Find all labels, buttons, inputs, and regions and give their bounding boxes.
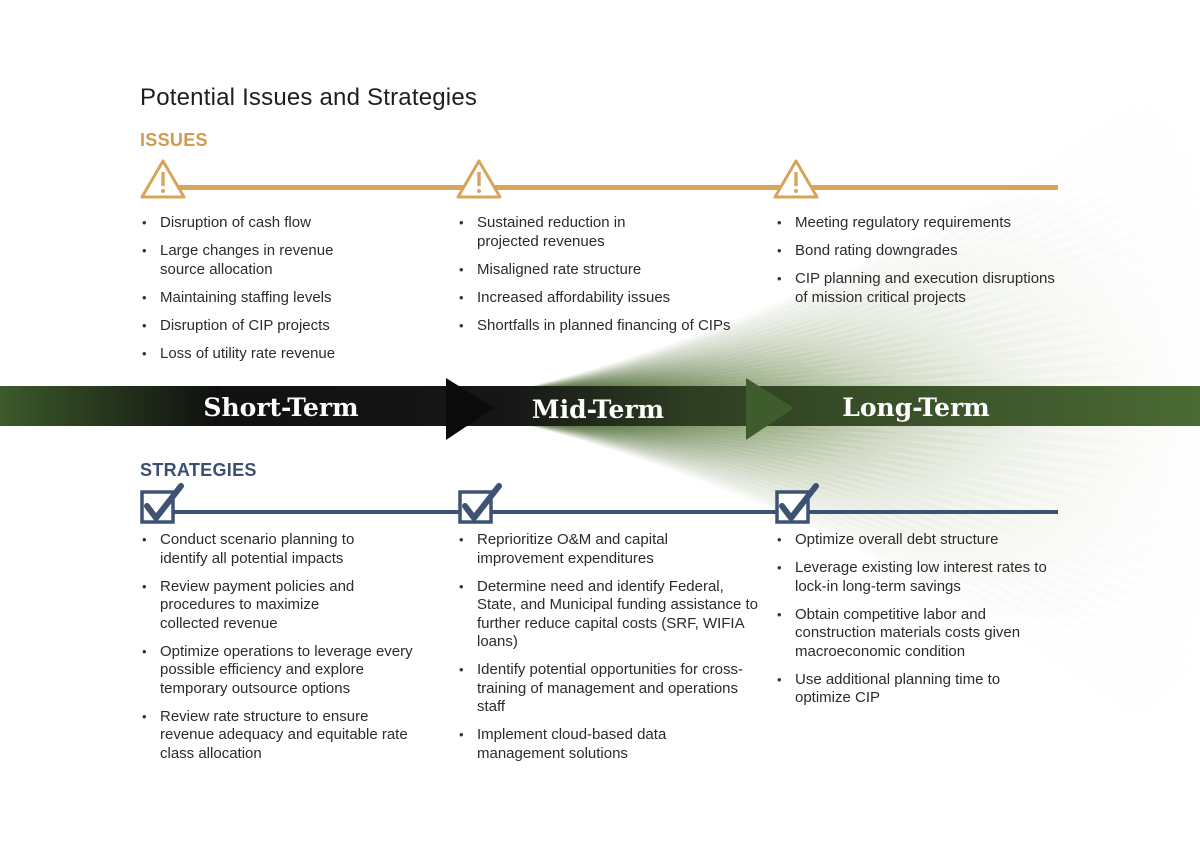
- strategies-heading: STRATEGIES: [140, 460, 257, 480]
- warning-triangle-icon: [140, 159, 186, 199]
- strategies-divider-line: [170, 510, 1058, 514]
- list-item: CIP planning and execution disruptions o…: [775, 270, 1065, 307]
- warning-triangle-icon: [456, 159, 502, 199]
- list-item: Review rate structure to ensure revenue …: [140, 708, 410, 764]
- short-term-arrow-head: [446, 378, 494, 440]
- list-item: Conduct scenario planning to identify al…: [140, 531, 382, 568]
- strategies-short-term-list: Conduct scenario planning to identify al…: [140, 531, 440, 773]
- list-item: Optimize operations to leverage every po…: [140, 643, 430, 699]
- checkbox-checked-icon: [775, 483, 819, 524]
- list-item: Shortfalls in planned financing of CIPs: [457, 317, 757, 336]
- list-item: Misaligned rate structure: [457, 261, 757, 280]
- page-title: Potential Issues and Strategies: [140, 84, 478, 111]
- checkbox-checked-icon: [458, 483, 502, 524]
- issues-long-term-list: Meeting regulatory requirements Bond rat…: [775, 214, 1065, 317]
- list-item: Optimize overall debt structure: [775, 531, 1065, 550]
- strategies-mid-term-list: Reprioritize O&M and capital improvement…: [457, 531, 758, 773]
- list-item: Leverage existing low interest rates to …: [775, 559, 1065, 596]
- strategies-long-term-list: Optimize overall debt structure Leverage…: [775, 531, 1065, 717]
- list-item: Determine need and identify Federal, Sta…: [457, 578, 767, 652]
- warning-triangle-icon: [773, 159, 819, 199]
- list-item: Obtain competitive labor and constructio…: [775, 606, 1065, 662]
- timeline-bar-left-green: [0, 386, 220, 426]
- list-item: Sustained reduction in projected revenue…: [457, 214, 677, 251]
- long-term-label: Long-Term: [842, 393, 990, 422]
- list-item: Large changes in revenue source allocati…: [140, 242, 380, 279]
- issues-short-term-list: Disruption of cash flow Large changes in…: [140, 214, 380, 373]
- list-item: Review payment policies and procedures t…: [140, 578, 378, 634]
- list-item: Reprioritize O&M and capital improvement…: [457, 531, 697, 568]
- issues-mid-term-list: Sustained reduction in projected revenue…: [457, 214, 757, 345]
- short-term-label: Short-Term: [203, 393, 359, 422]
- mid-term-arrow-head: [746, 378, 794, 440]
- list-item: Use additional planning time to optimize…: [775, 671, 1035, 708]
- checkbox-checked-icon: [140, 483, 184, 524]
- list-item: Disruption of CIP projects: [140, 317, 380, 336]
- issues-divider-line: [160, 185, 1058, 190]
- issues-heading: ISSUES: [140, 130, 208, 150]
- list-item: Implement cloud-based data management so…: [457, 726, 707, 763]
- list-item: Identify potential opportunities for cro…: [457, 661, 747, 717]
- list-item: Meeting regulatory requirements: [775, 214, 1065, 233]
- list-item: Bond rating downgrades: [775, 242, 1065, 261]
- list-item: Loss of utility rate revenue: [140, 345, 380, 364]
- list-item: Increased affordability issues: [457, 289, 757, 308]
- mid-term-label: Mid-Term: [531, 395, 665, 424]
- list-item: Maintaining staffing levels: [140, 289, 380, 308]
- list-item: Disruption of cash flow: [140, 214, 380, 233]
